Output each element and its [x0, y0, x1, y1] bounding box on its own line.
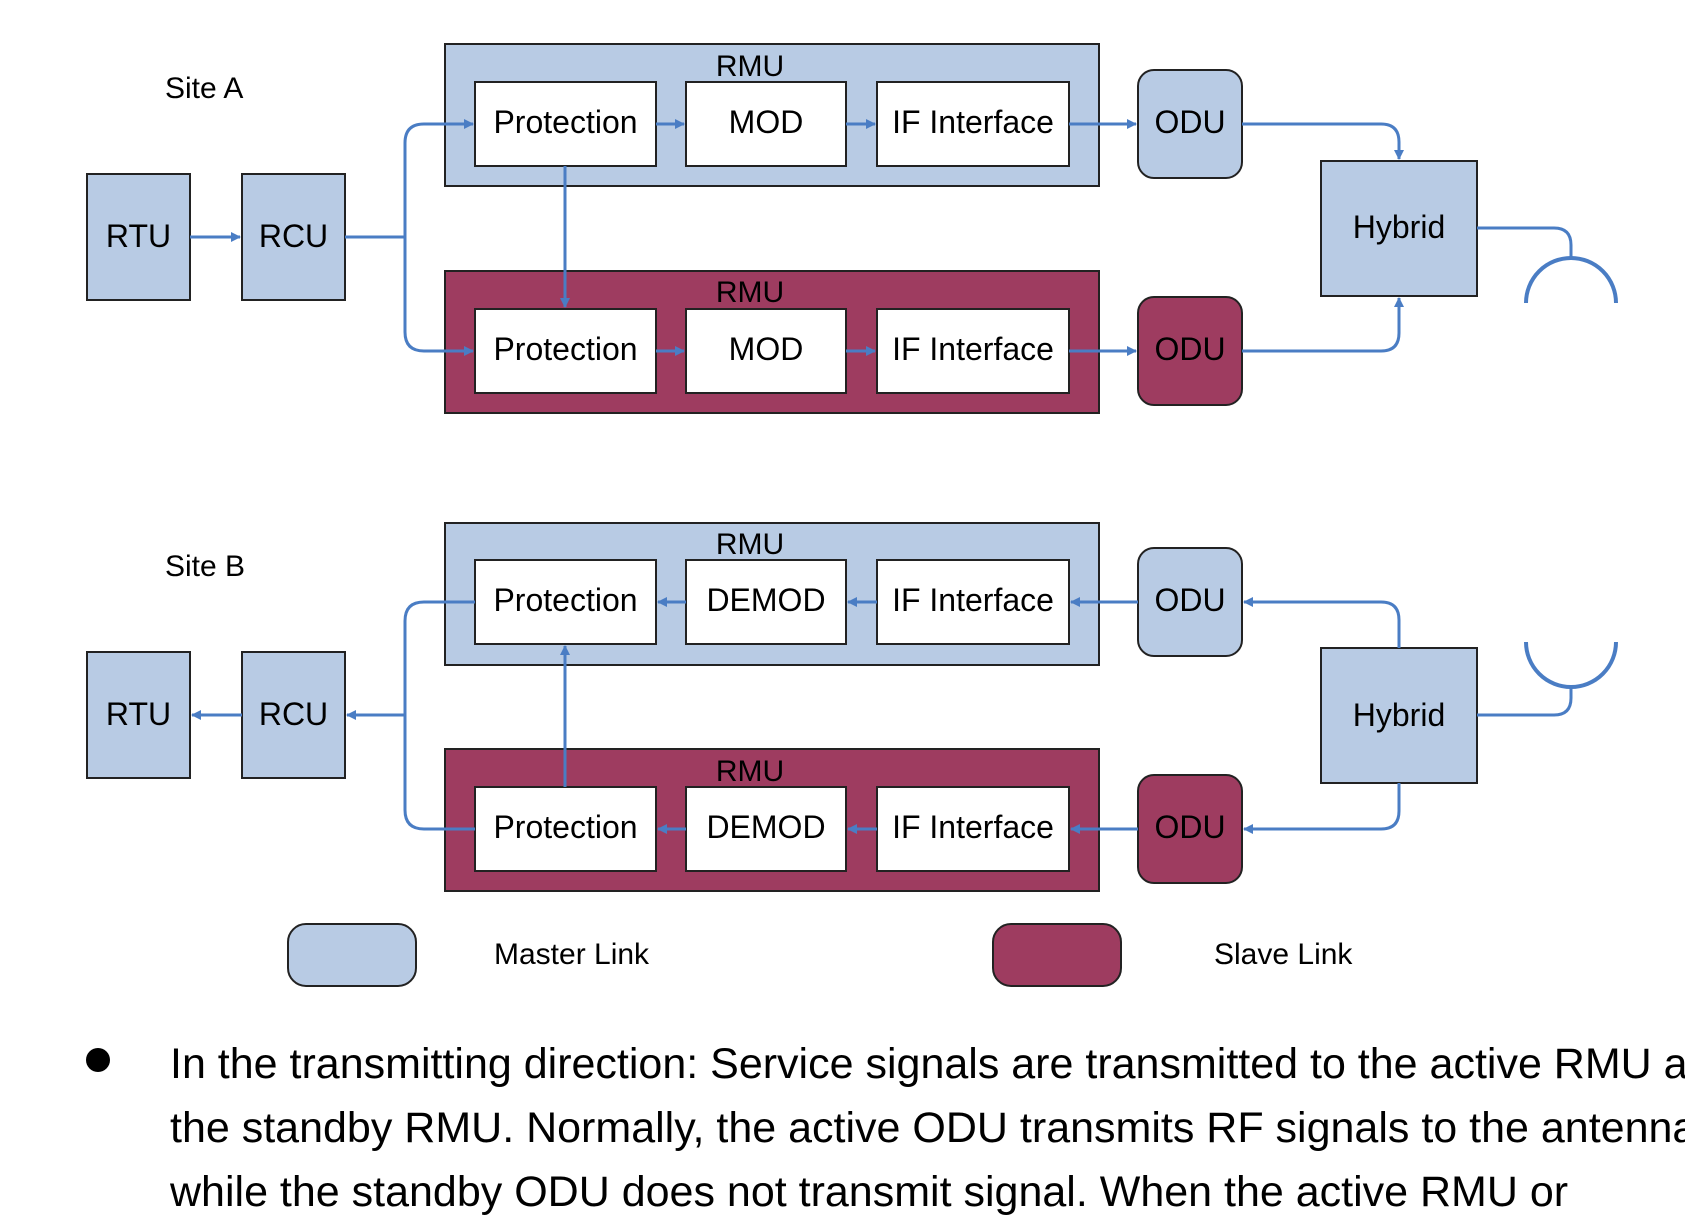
site-b-label: Site B [165, 550, 245, 583]
site-a-hybrid-antenna-line [1477, 226, 1573, 258]
legend: Master Link Slave Link [287, 923, 1353, 987]
site-a-master-odu-label: ODU [1154, 104, 1225, 140]
site-a-master-odu-hybrid-arrow [1242, 122, 1404, 160]
body-line: In the transmitting direction: Service s… [170, 1040, 1685, 1088]
site-a-slave-protection [474, 308, 657, 394]
site-a-slave-if-label: IF Interface [892, 331, 1054, 367]
site-b-slave-demod [685, 786, 847, 872]
site-a-slave-odu-label: ODU [1154, 331, 1225, 367]
site-a-master-if [876, 81, 1070, 167]
site-b: Site B RTU RCU RMU Protection DEMOD IF I… [86, 522, 1618, 892]
site-b-hybrid-label: Hybrid [1353, 697, 1445, 733]
site-b-master-protection [474, 559, 657, 645]
site-a-hybrid-label: Hybrid [1353, 209, 1445, 245]
site-a-rcu-box [241, 173, 346, 301]
site-a-slave-if [876, 308, 1070, 394]
site-b-hybrid-slave-odu-arrow [1243, 783, 1401, 834]
site-b-slave-rmu-title: RMU [716, 755, 784, 788]
site-a-rtu-label: RTU [106, 218, 171, 254]
site-a-master-protection-label: Protection [493, 104, 637, 140]
site-a-master-mod [685, 81, 847, 167]
site-a-rcu-slave-arrow [403, 237, 474, 356]
legend-slave-label: Slave Link [1214, 938, 1353, 971]
site-b-hybrid-master-odu-arrow [1243, 597, 1401, 648]
legend-master-label: Master Link [494, 938, 650, 971]
site-b-slave-if [876, 786, 1070, 872]
site-b-rtu-box [86, 651, 191, 779]
site-a-rcu-label: RCU [259, 218, 328, 254]
site-b-slave-demod-label: DEMOD [706, 809, 825, 845]
site-b-protection-to-rcu-line [403, 600, 475, 831]
site-a-rcu-master-arrow [403, 119, 474, 237]
site-a-slave-protection-label: Protection [493, 331, 637, 367]
site-b-antenna-icon [1524, 641, 1618, 689]
bullet-point [86, 1048, 110, 1072]
site-b-rcu-box [241, 651, 346, 779]
site-b-master-if [876, 559, 1070, 645]
site-a-rtu-box [86, 173, 191, 301]
site-b-slave-if-label: IF Interface [892, 809, 1054, 845]
site-b-hybrid [1320, 647, 1478, 784]
site-a-antenna-icon [1524, 256, 1618, 304]
site-b-master-protection-label: Protection [493, 582, 637, 618]
site-b-master-odu-label: ODU [1154, 582, 1225, 618]
site-a-slave-rmu-title: RMU [716, 276, 784, 309]
site-a-master-if-label: IF Interface [892, 104, 1054, 140]
site-a-label: Site A [165, 72, 243, 105]
site-b-rcu-label: RCU [259, 696, 328, 732]
site-a-hybrid [1320, 160, 1478, 297]
site-b-slave-protection-label: Protection [493, 809, 637, 845]
body-paragraph: In the transmitting direction: Service s… [170, 1032, 1685, 1224]
site-b-slave-protection [474, 786, 657, 872]
site-b-connections [191, 597, 1573, 834]
site-b-master-rmu-title: RMU [716, 528, 784, 561]
site-a-connections [190, 119, 1573, 356]
site-b-hybrid-antenna-line [1477, 686, 1573, 717]
body-line: the standby RMU. Normally, the active OD… [170, 1104, 1685, 1152]
legend-master-swatch [287, 923, 417, 987]
legend-slave-swatch [992, 923, 1122, 987]
site-a-master-mod-label: MOD [729, 104, 804, 140]
site-a-slave-mod-label: MOD [729, 331, 804, 367]
body-line: while the standby ODU does not transmit … [170, 1168, 1569, 1216]
site-a: Site A RTU RCU RMU Protection MOD IF Int… [86, 43, 1618, 414]
site-b-master-demod [685, 559, 847, 645]
site-b-master-demod-label: DEMOD [706, 582, 825, 618]
site-a-slave-odu-hybrid-arrow [1242, 297, 1404, 353]
site-b-rtu-label: RTU [106, 696, 171, 732]
site-b-master-if-label: IF Interface [892, 582, 1054, 618]
site-a-master-rmu-title: RMU [716, 50, 784, 83]
site-a-slave-mod [685, 308, 847, 394]
site-b-slave-odu-label: ODU [1154, 809, 1225, 845]
